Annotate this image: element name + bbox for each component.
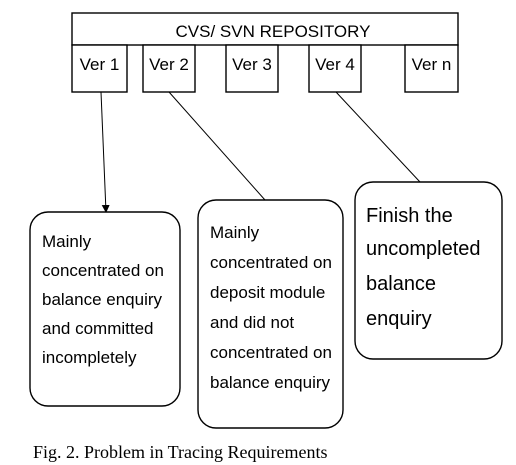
line-ver2-to-note2 (168, 91, 266, 201)
note-ver1-line-1: Mainly (42, 232, 92, 251)
note-ver4-line-3: balance (366, 273, 436, 295)
repository-header: CVS/ SVN REPOSITORY (71, 12, 459, 46)
version-label-n: Ver n (412, 55, 452, 74)
note-ver1-line-3: balance enquiry (42, 290, 163, 309)
version-label-4: Ver 4 (315, 55, 355, 74)
note-ver2-line-6: balance enquiry (210, 373, 331, 392)
note-ver2-line-1: Mainly (210, 223, 260, 242)
version-label-3: Ver 3 (232, 55, 272, 74)
line-ver4-to-note3 (335, 91, 421, 183)
note-ver1: Mainly concentrated on balance enquiry a… (29, 211, 181, 407)
version-box-1: Ver 1 (71, 44, 128, 93)
version-label-2: Ver 2 (149, 55, 189, 74)
note-ver2-text: Mainly concentrated on deposit module an… (210, 223, 337, 392)
arrow-ver1-to-note1 (100, 91, 110, 213)
version-box-n: Ver n (404, 44, 459, 93)
figure-caption: Fig. 2. Problem in Tracing Requirements (33, 442, 328, 462)
note-ver2-line-4: and did not (210, 313, 294, 332)
note-ver4-text: Finish the uncompleted balance enquiry (366, 205, 486, 330)
note-ver2-line-5: concentrated on (210, 343, 332, 362)
version-box-2: Ver 2 (142, 44, 196, 93)
note-ver2: Mainly concentrated on deposit module an… (197, 199, 344, 429)
note-ver1-line-2: concentrated on (42, 261, 164, 280)
note-ver4-line-2: uncompleted (366, 238, 481, 260)
repository-title: CVS/ SVN REPOSITORY (176, 22, 371, 41)
version-box-3: Ver 3 (225, 44, 279, 93)
note-ver4-line-4: enquiry (366, 308, 432, 330)
note-ver2-line-3: deposit module (210, 283, 325, 302)
note-ver4-line-1: Finish the (366, 205, 453, 227)
note-ver2-line-2: concentrated on (210, 253, 332, 272)
version-box-4: Ver 4 (308, 44, 362, 93)
note-ver1-line-4: and committed (42, 319, 154, 338)
note-ver1-text: Mainly concentrated on balance enquiry a… (42, 232, 169, 367)
note-ver1-line-5: incompletely (42, 348, 137, 367)
version-label-1: Ver 1 (80, 55, 120, 74)
note-ver4: Finish the uncompleted balance enquiry (354, 181, 503, 360)
